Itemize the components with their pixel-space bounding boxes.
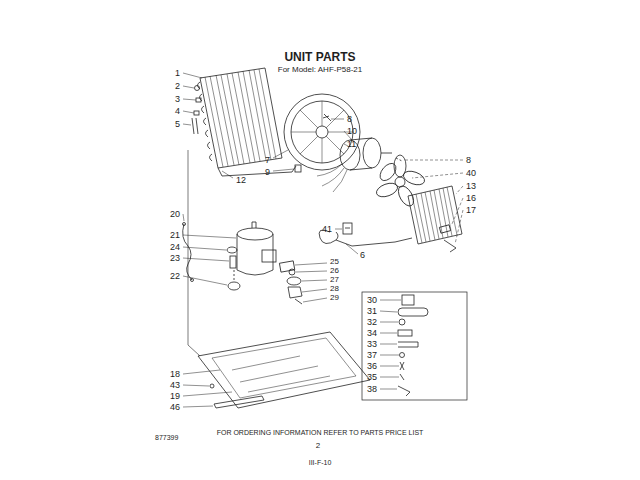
callout-number: 12 xyxy=(236,176,246,185)
callout-number: 10 xyxy=(347,127,357,136)
callout-number: 20 xyxy=(170,210,180,219)
callout-number: 37 xyxy=(367,351,377,360)
callout-number: 38 xyxy=(367,385,377,394)
callout-number: 13 xyxy=(466,182,476,191)
callout-number: 6 xyxy=(360,251,365,260)
callout-number: 8 xyxy=(466,156,471,165)
callout-number: 33 xyxy=(367,340,377,349)
callout-number: 19 xyxy=(170,392,180,401)
callout-number: 2 xyxy=(175,82,180,91)
title: UNIT PARTS xyxy=(284,51,355,63)
callout-number: 25 xyxy=(330,258,339,266)
model-number: For Model: AHF-P58-21 xyxy=(278,66,362,74)
callout-number: 22 xyxy=(170,272,180,281)
callout-number: 35 xyxy=(367,373,377,382)
callout-number: 31 xyxy=(367,307,377,316)
callout-number: 23 xyxy=(170,254,180,263)
callout-number: 40 xyxy=(466,169,476,178)
callout-number: 30 xyxy=(367,296,377,305)
callout-number: 1 xyxy=(175,69,180,78)
callout-number: 5 xyxy=(175,120,180,129)
callout-number: 4 xyxy=(175,107,180,116)
callout-number: 36 xyxy=(367,362,377,371)
page-number: 2 xyxy=(316,442,320,450)
callout-number: 27 xyxy=(330,276,339,284)
callout-number: 16 xyxy=(466,194,476,203)
callout-number: 3 xyxy=(175,95,180,104)
caption: FOR ORDERING INFORMATION REFER TO PARTS … xyxy=(217,429,424,436)
callout-number: 29 xyxy=(330,294,339,302)
drawing-number: 877399 xyxy=(155,434,178,441)
callout-number: 46 xyxy=(170,403,180,412)
callout-number: 18 xyxy=(170,370,180,379)
callout-number: 9 xyxy=(265,168,270,177)
footer-code: III-F-10 xyxy=(309,459,332,466)
callout-number: 11 xyxy=(347,140,356,149)
callout-number: 28 xyxy=(330,285,339,293)
callout-number: 34 xyxy=(367,329,377,338)
callout-number: 41 xyxy=(322,225,332,234)
callout-number: 32 xyxy=(367,318,377,327)
callout-number: 24 xyxy=(170,243,180,252)
callout-number: 7 xyxy=(265,156,270,165)
callout-number: 43 xyxy=(170,381,180,390)
callout-number: 21 xyxy=(170,231,180,240)
callout-number: 17 xyxy=(466,206,476,215)
callout-number: 26 xyxy=(330,267,339,275)
callout-number: 8 xyxy=(347,115,352,124)
